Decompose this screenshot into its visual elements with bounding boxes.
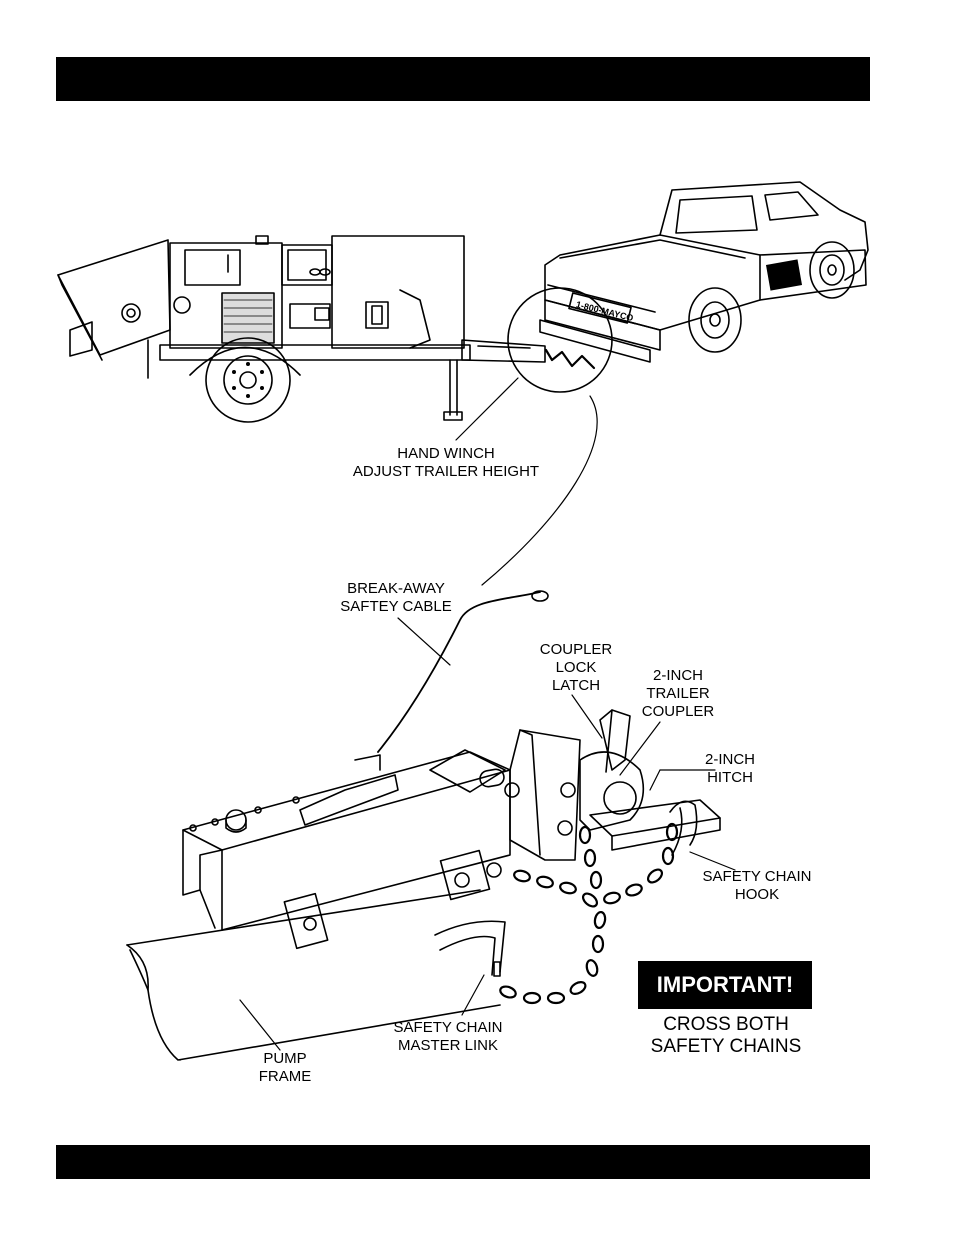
cross-chains-note: CROSS BOTH SAFETY CHAINS <box>626 1014 826 1058</box>
master-link-label: SAFETY CHAIN MASTER LINK <box>378 1019 518 1055</box>
hitch-label: 2-INCH HITCH <box>690 751 770 787</box>
pickup-truck: 1-800-MAYCO <box>540 182 868 362</box>
trailer-coupler-label: 2-INCH TRAILER COUPLER <box>628 667 728 721</box>
safety-chain-hook-label: SAFETY CHAIN HOOK <box>690 868 824 904</box>
hand-winch-label: HAND WINCH ADJUST TRAILER HEIGHT <box>326 445 566 481</box>
coupler-lock-latch-label: COUPLER LOCK LATCH <box>526 641 626 695</box>
coupler-detail <box>127 591 720 1060</box>
break-away-cable-label: BREAK-AWAY SAFTEY CABLE <box>326 580 466 616</box>
truck-phone-text: 1-800-MAYCO <box>575 299 634 323</box>
trailer-pump <box>58 236 545 422</box>
pump-frame-label: PUMP FRAME <box>245 1050 325 1086</box>
important-banner: IMPORTANT! <box>638 961 812 1009</box>
